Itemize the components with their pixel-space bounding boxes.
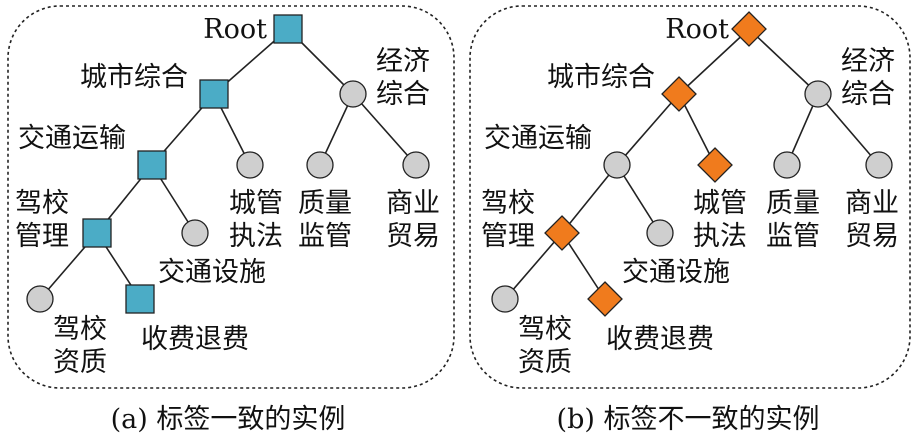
label-n2-line2: 综合 <box>841 79 895 110</box>
label-n7-line1: 驾校 <box>481 188 535 219</box>
label-root: Root <box>665 14 729 45</box>
label-n4-line1: 城管 <box>229 188 283 219</box>
node-n1-square <box>199 79 229 109</box>
label-n10: 收费退费 <box>606 324 714 355</box>
label-n1: 城市综合 <box>80 62 188 93</box>
panel-caption: (b) 标签不一致的实例 <box>557 404 820 434</box>
label-n9-line2: 资质 <box>53 347 107 378</box>
label-n1: 城市综合 <box>547 62 655 93</box>
node-n9-circle <box>491 285 519 313</box>
node-n8-circle <box>181 219 209 247</box>
node-n4-circle <box>236 151 264 179</box>
panel-b: Root城市综合经济综合交通运输城管执法质量监管商业贸易驾校管理交通设施驾校资质… <box>469 5 911 435</box>
label-n3: 交通运输 <box>484 123 592 154</box>
node-n4-diamond <box>697 147 733 183</box>
label-n6-line2: 贸易 <box>845 221 899 252</box>
label-n3: 交通运输 <box>18 123 126 154</box>
label-n9-line1: 驾校 <box>53 314 107 345</box>
label-n8: 交通设施 <box>158 257 266 288</box>
label-n10: 收费退费 <box>141 324 249 355</box>
label-n6-line1: 商业 <box>845 188 899 219</box>
node-n3-circle <box>603 151 631 179</box>
panel-caption: (a) 标签一致的实例 <box>111 404 346 434</box>
label-n7-line2: 管理 <box>481 221 535 252</box>
node-n10-diamond <box>587 281 623 317</box>
tree-edge <box>817 93 880 166</box>
label-n8: 交通设施 <box>622 257 730 288</box>
label-n2-line1: 经济 <box>376 46 430 77</box>
label-root: Root <box>203 14 267 45</box>
tree-edge <box>748 28 819 95</box>
node-root-diamond <box>731 11 767 47</box>
node-n3-square <box>137 150 167 180</box>
node-n7-diamond <box>544 215 580 251</box>
label-n5-line2: 监管 <box>298 221 352 252</box>
label-n5-line2: 监管 <box>766 221 820 252</box>
label-n5-line1: 质量 <box>298 188 352 219</box>
label-n7-line1: 驾校 <box>15 188 69 219</box>
panel-a: Root城市综合经济综合交通运输城管执法质量监管商业贸易驾校管理交通设施驾校资质… <box>7 5 455 435</box>
label-n6-line1: 商业 <box>386 188 440 219</box>
label-n2-line1: 经济 <box>841 46 895 77</box>
node-n5-circle <box>773 151 801 179</box>
panel-frame <box>469 5 911 389</box>
node-root-square <box>273 14 303 44</box>
node-n2-circle <box>339 80 367 108</box>
tree-edge <box>352 93 417 166</box>
label-n9-line2: 资质 <box>518 347 572 378</box>
node-n10-square <box>125 284 155 314</box>
label-n4-line2: 执法 <box>693 221 747 252</box>
node-n2-circle <box>804 80 832 108</box>
node-n6-circle <box>865 151 893 179</box>
node-n8-circle <box>646 219 674 247</box>
panel-frame <box>7 5 455 389</box>
label-n6-line2: 贸易 <box>386 221 440 252</box>
node-n6-circle <box>402 151 430 179</box>
label-n4-line1: 城管 <box>693 188 747 219</box>
label-n4-line2: 执法 <box>229 221 283 252</box>
node-n9-circle <box>26 285 54 313</box>
label-n2-line2: 综合 <box>376 79 430 110</box>
label-n7-line2: 管理 <box>15 221 69 252</box>
node-n5-circle <box>306 151 334 179</box>
node-n1-diamond <box>661 76 697 112</box>
label-n9-line1: 驾校 <box>518 314 572 345</box>
tree-edge <box>616 93 680 166</box>
tree-edge <box>561 232 606 300</box>
tree-edge <box>678 28 750 95</box>
label-n5-line1: 质量 <box>766 188 820 219</box>
tree-edge <box>504 232 563 300</box>
node-n7-square <box>82 218 112 248</box>
tree-edge <box>561 164 618 234</box>
